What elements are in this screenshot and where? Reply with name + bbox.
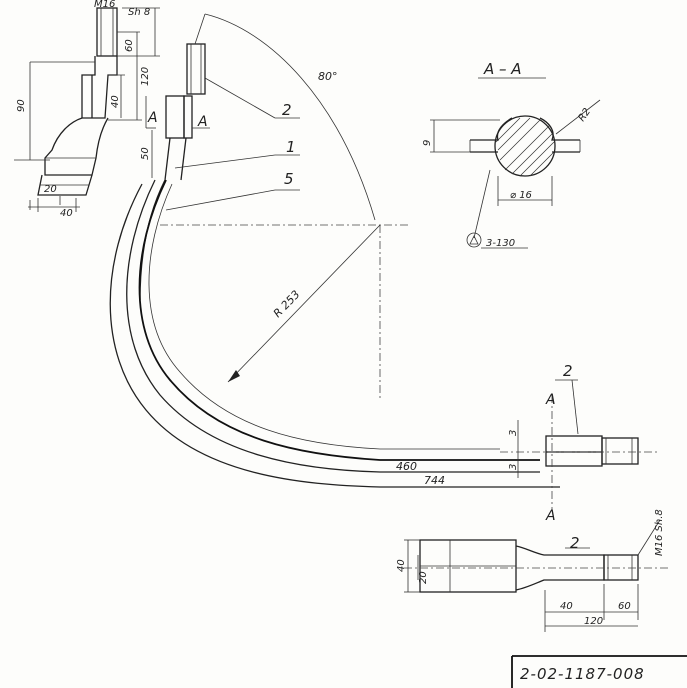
section-mark-a-bottom: A: [545, 508, 556, 524]
section-title: A – A: [483, 60, 522, 78]
callout-2-bottom: 2: [570, 534, 580, 552]
bar-inner-edge: [139, 137, 171, 301]
thread-right: [601, 437, 639, 465]
weld-label: 3-130: [486, 238, 515, 249]
dim-20: 20: [44, 184, 57, 195]
radius-r2: R2: [576, 107, 593, 124]
callout-2-right: 2: [563, 362, 573, 380]
section-mark-a-top: A: [545, 392, 556, 408]
angle-arc: [204, 13, 376, 221]
bar-top-thread: [186, 43, 206, 95]
drawing-number: 2-02-1187-008: [520, 665, 645, 683]
dim-9: 9: [422, 140, 433, 146]
bent-bar: R 253 80° A A 50 2 1 5 2 A A 3 3 460 74: [109, 13, 660, 524]
sleeve-right: [545, 435, 603, 467]
callout-5: 5: [284, 170, 294, 188]
radius-label: R 253: [271, 288, 303, 320]
bar-arc-mid: [126, 179, 540, 473]
section-a-a: A – A 9 R2 ⌀ 16: [422, 60, 601, 249]
dim-40: 40: [110, 95, 121, 108]
bar-arc-inner: [138, 179, 540, 461]
bottom-right-detail: 40 20 40 60 120 2 M16 Sh.8: [396, 509, 670, 632]
title-block: 2-02-1187-008: [511, 655, 687, 688]
threaded-end: [96, 7, 118, 57]
section-mark-a-left: A: [147, 110, 158, 126]
dim-3-bottom: 3: [508, 464, 519, 470]
angle-label: 80°: [318, 70, 338, 83]
dim-120: 120: [140, 67, 151, 86]
tolerance-label: Sh 8: [128, 7, 150, 18]
thread-bottom: [603, 554, 639, 581]
flattened-section: [44, 117, 109, 176]
dim-60-length: 60: [618, 601, 631, 612]
sleeve-top: [165, 95, 185, 139]
top-left-detail: M16 Sh 8 60 120 40 90 20 40: [14, 0, 160, 219]
callout-1: 1: [286, 138, 296, 156]
section-circle: [494, 115, 556, 177]
dim-20-bottom: 20: [418, 571, 429, 584]
bar-arc-outer: [109, 183, 560, 488]
diameter-16: ⌀ 16: [510, 190, 532, 201]
thread-label-bottom: M16 Sh.8: [654, 509, 665, 556]
dim-40-length: 40: [560, 601, 573, 612]
section-mark-a-right: A: [197, 114, 208, 130]
dim-120-length: 120: [584, 616, 603, 627]
thread-label: M16: [94, 0, 115, 10]
callout-2-top: 2: [282, 101, 292, 119]
dim-460: 460: [396, 460, 417, 473]
dim-60: 60: [124, 39, 135, 52]
dim-3-top: 3: [508, 430, 519, 436]
dim-50: 50: [140, 147, 151, 160]
dim-90: 90: [16, 99, 27, 112]
dim-40-bottom: 40: [60, 208, 73, 219]
dim-744: 744: [424, 474, 445, 487]
radius-line: [227, 224, 381, 383]
dim-40-bottom: 40: [396, 559, 407, 572]
bar-arc-top: [148, 183, 500, 450]
